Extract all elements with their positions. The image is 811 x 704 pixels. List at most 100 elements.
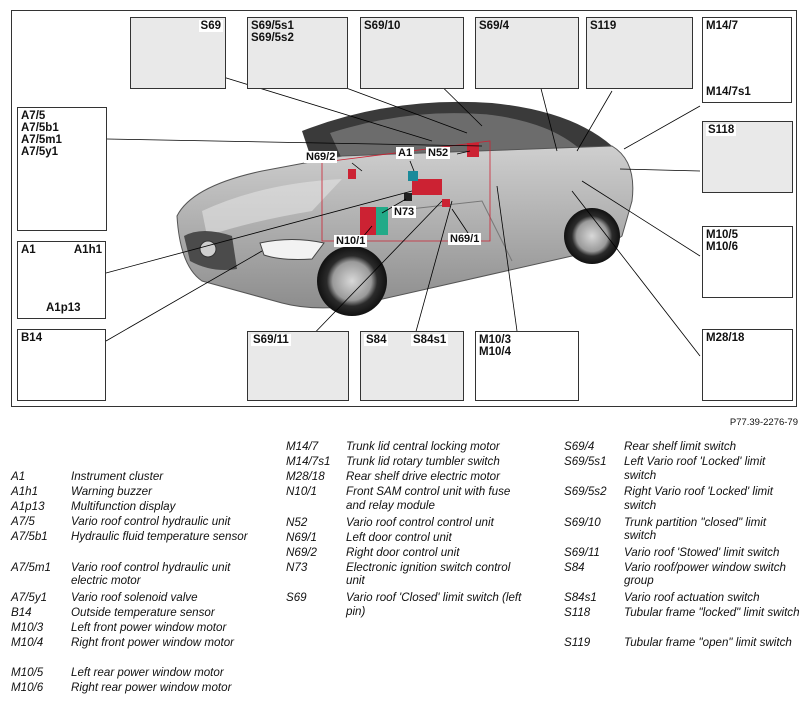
legend-code: S69/10: [564, 515, 601, 529]
label-s69-5s: S69/5s1 S69/5s2: [251, 20, 294, 44]
legend-description: Right rear power window motor: [71, 681, 232, 695]
legend-description: Outside temperature sensor: [71, 605, 215, 619]
legend-code: N10/1: [286, 485, 317, 499]
legend-description: Vario roof solenoid valve: [71, 590, 198, 604]
legend-code: B14: [11, 605, 32, 619]
legend-description: Right Vario roof 'Locked' limit switch: [624, 485, 773, 512]
legend-code: S69/11: [564, 545, 600, 559]
photo-s84: S84 S84s1: [360, 331, 464, 401]
label-s69-10: S69/10: [364, 20, 401, 32]
legend-description: Vario roof control hydraulic unit electr…: [71, 560, 231, 588]
callout-a1: A1: [396, 147, 415, 159]
photo-s69-4: S69/4: [475, 17, 579, 89]
legend-description: Vario roof control control unit: [346, 515, 494, 529]
legend-description: Vario roof actuation switch: [624, 591, 760, 604]
label-b14: B14: [21, 332, 43, 344]
label-s84s1: S84s1: [411, 334, 449, 346]
label-m10-5: M10/5 M10/6: [706, 229, 738, 253]
legend-code: S69/5s1: [564, 455, 607, 469]
legend-code: A1: [11, 470, 26, 483]
legend-description: Front SAM control unit with fuse and rel…: [346, 485, 511, 512]
legend-code: M28/18: [286, 470, 325, 484]
legend-description: Trunk partition "closed" limit switch: [624, 515, 767, 543]
legend-description: Rear shelf drive electric motor: [346, 470, 500, 484]
label-s69: S69: [198, 20, 223, 32]
label-s118: S118: [706, 124, 737, 136]
callout-n69-1: N69/1: [448, 233, 482, 245]
legend-description: Trunk lid rotary tumbler switch: [346, 455, 500, 469]
legend-code: S69/4: [564, 440, 595, 453]
legend-code: N73: [286, 560, 308, 574]
label-m14-7: M14/7: [706, 20, 738, 32]
photo-s118: S118: [702, 121, 793, 193]
legend-description: Left door control unit: [346, 530, 452, 544]
legend-description: Vario roof control hydraulic unit: [71, 515, 231, 529]
label-a1h1: A1h1: [73, 244, 102, 256]
figure-reference: P77.39-2276-79: [729, 417, 798, 428]
legend-description: Right front power window motor: [71, 636, 235, 650]
legend-description: Tubular frame "locked" limit switch: [624, 606, 800, 620]
legend-description: Right door control unit: [346, 545, 460, 559]
legend-description: Tubular frame "open" limit switch: [624, 636, 792, 650]
legend-code: N69/1: [286, 530, 317, 544]
legend-code: M14/7: [286, 440, 319, 453]
photo-s69-10: S69/10: [360, 17, 464, 89]
legend-description: Vario roof 'Closed' limit switch (left p…: [346, 591, 522, 618]
legend-code: M14/7s1: [286, 455, 331, 469]
legend-code: S118: [564, 606, 591, 620]
photo-m14-7: M14/7 M14/7s1: [702, 17, 792, 103]
photo-b14: B14: [17, 329, 106, 401]
label-s69-11: S69/11: [251, 334, 291, 346]
car-illustration: [105, 58, 701, 357]
photo-s69-5s: S69/5s1 S69/5s2: [247, 17, 348, 89]
legend-code: N69/2: [286, 545, 317, 559]
legend-code: A7/5m1: [11, 560, 51, 574]
legend-description: Left rear power window motor: [71, 666, 224, 680]
label-a1: A1: [21, 244, 36, 256]
callout-n69-2: N69/2: [304, 151, 338, 163]
label-m28-18: M28/18: [706, 332, 745, 344]
photo-s119: S119: [586, 17, 693, 89]
legend-code: A7/5y1: [11, 590, 48, 604]
photo-m28-18: M28/18: [702, 329, 793, 401]
photo-s69: S69: [130, 17, 226, 89]
label-s84: S84: [364, 334, 389, 346]
label-m10-3: M10/3 M10/4: [479, 334, 511, 358]
photo-a7-5: A7/5 A7/5b1 A7/5m1 A7/5y1: [17, 107, 107, 231]
legend-description: Warning buzzer: [71, 485, 152, 499]
label-s119: S119: [590, 20, 617, 32]
legend-code: N52: [286, 515, 308, 529]
legend-code: A1p13: [11, 500, 45, 514]
legend-code: S119: [564, 636, 591, 650]
legend-code: S69/5s2: [564, 485, 607, 499]
legend-code: S84: [564, 560, 585, 574]
label-m14-7s1: M14/7s1: [706, 86, 751, 98]
legend-description: Rear shelf limit switch: [624, 440, 737, 453]
legend-code: M10/5: [11, 666, 44, 680]
legend-description: Left front power window motor: [71, 621, 227, 634]
legend-description: Trunk lid central locking motor: [346, 440, 500, 453]
legend-code: M10/3: [11, 621, 44, 634]
label-s69-4: S69/4: [479, 20, 510, 32]
photo-s69-11: S69/11: [247, 331, 349, 401]
legend-description: Vario roof 'Stowed' limit switch: [624, 545, 780, 559]
legend-description: Vario roof/power window switch group: [624, 560, 786, 588]
legend-code: M10/6: [11, 681, 44, 695]
legend-description: Multifunction display: [71, 500, 176, 514]
legend-description: Left Vario roof 'Locked' limit switch: [624, 455, 766, 482]
legend-description: Electronic ignition switch control unit: [346, 560, 511, 588]
legend-code: S69: [286, 591, 307, 604]
callout-n52: N52: [426, 147, 451, 159]
legend-description: Instrument cluster: [71, 470, 164, 483]
legend-description: Hydraulic fluid temperature sensor: [71, 530, 248, 544]
legend-code: A7/5: [11, 515, 35, 529]
legend-code: M10/4: [11, 636, 44, 650]
callout-n73: N73: [392, 206, 417, 218]
component-location-figure: S69 S69/5s1 S69/5s2 S69/10 S69/4 S119 M1…: [11, 10, 797, 407]
label-a1p13: A1p13: [46, 302, 81, 314]
photo-a1: A1 A1h1 A1p13: [17, 241, 106, 319]
legend-code: A7/5b1: [11, 530, 48, 544]
label-a7-5: A7/5 A7/5b1 A7/5m1 A7/5y1: [21, 110, 62, 158]
callout-n10-1: N10/1: [334, 235, 368, 247]
photo-m10-3: M10/3 M10/4: [475, 331, 579, 401]
